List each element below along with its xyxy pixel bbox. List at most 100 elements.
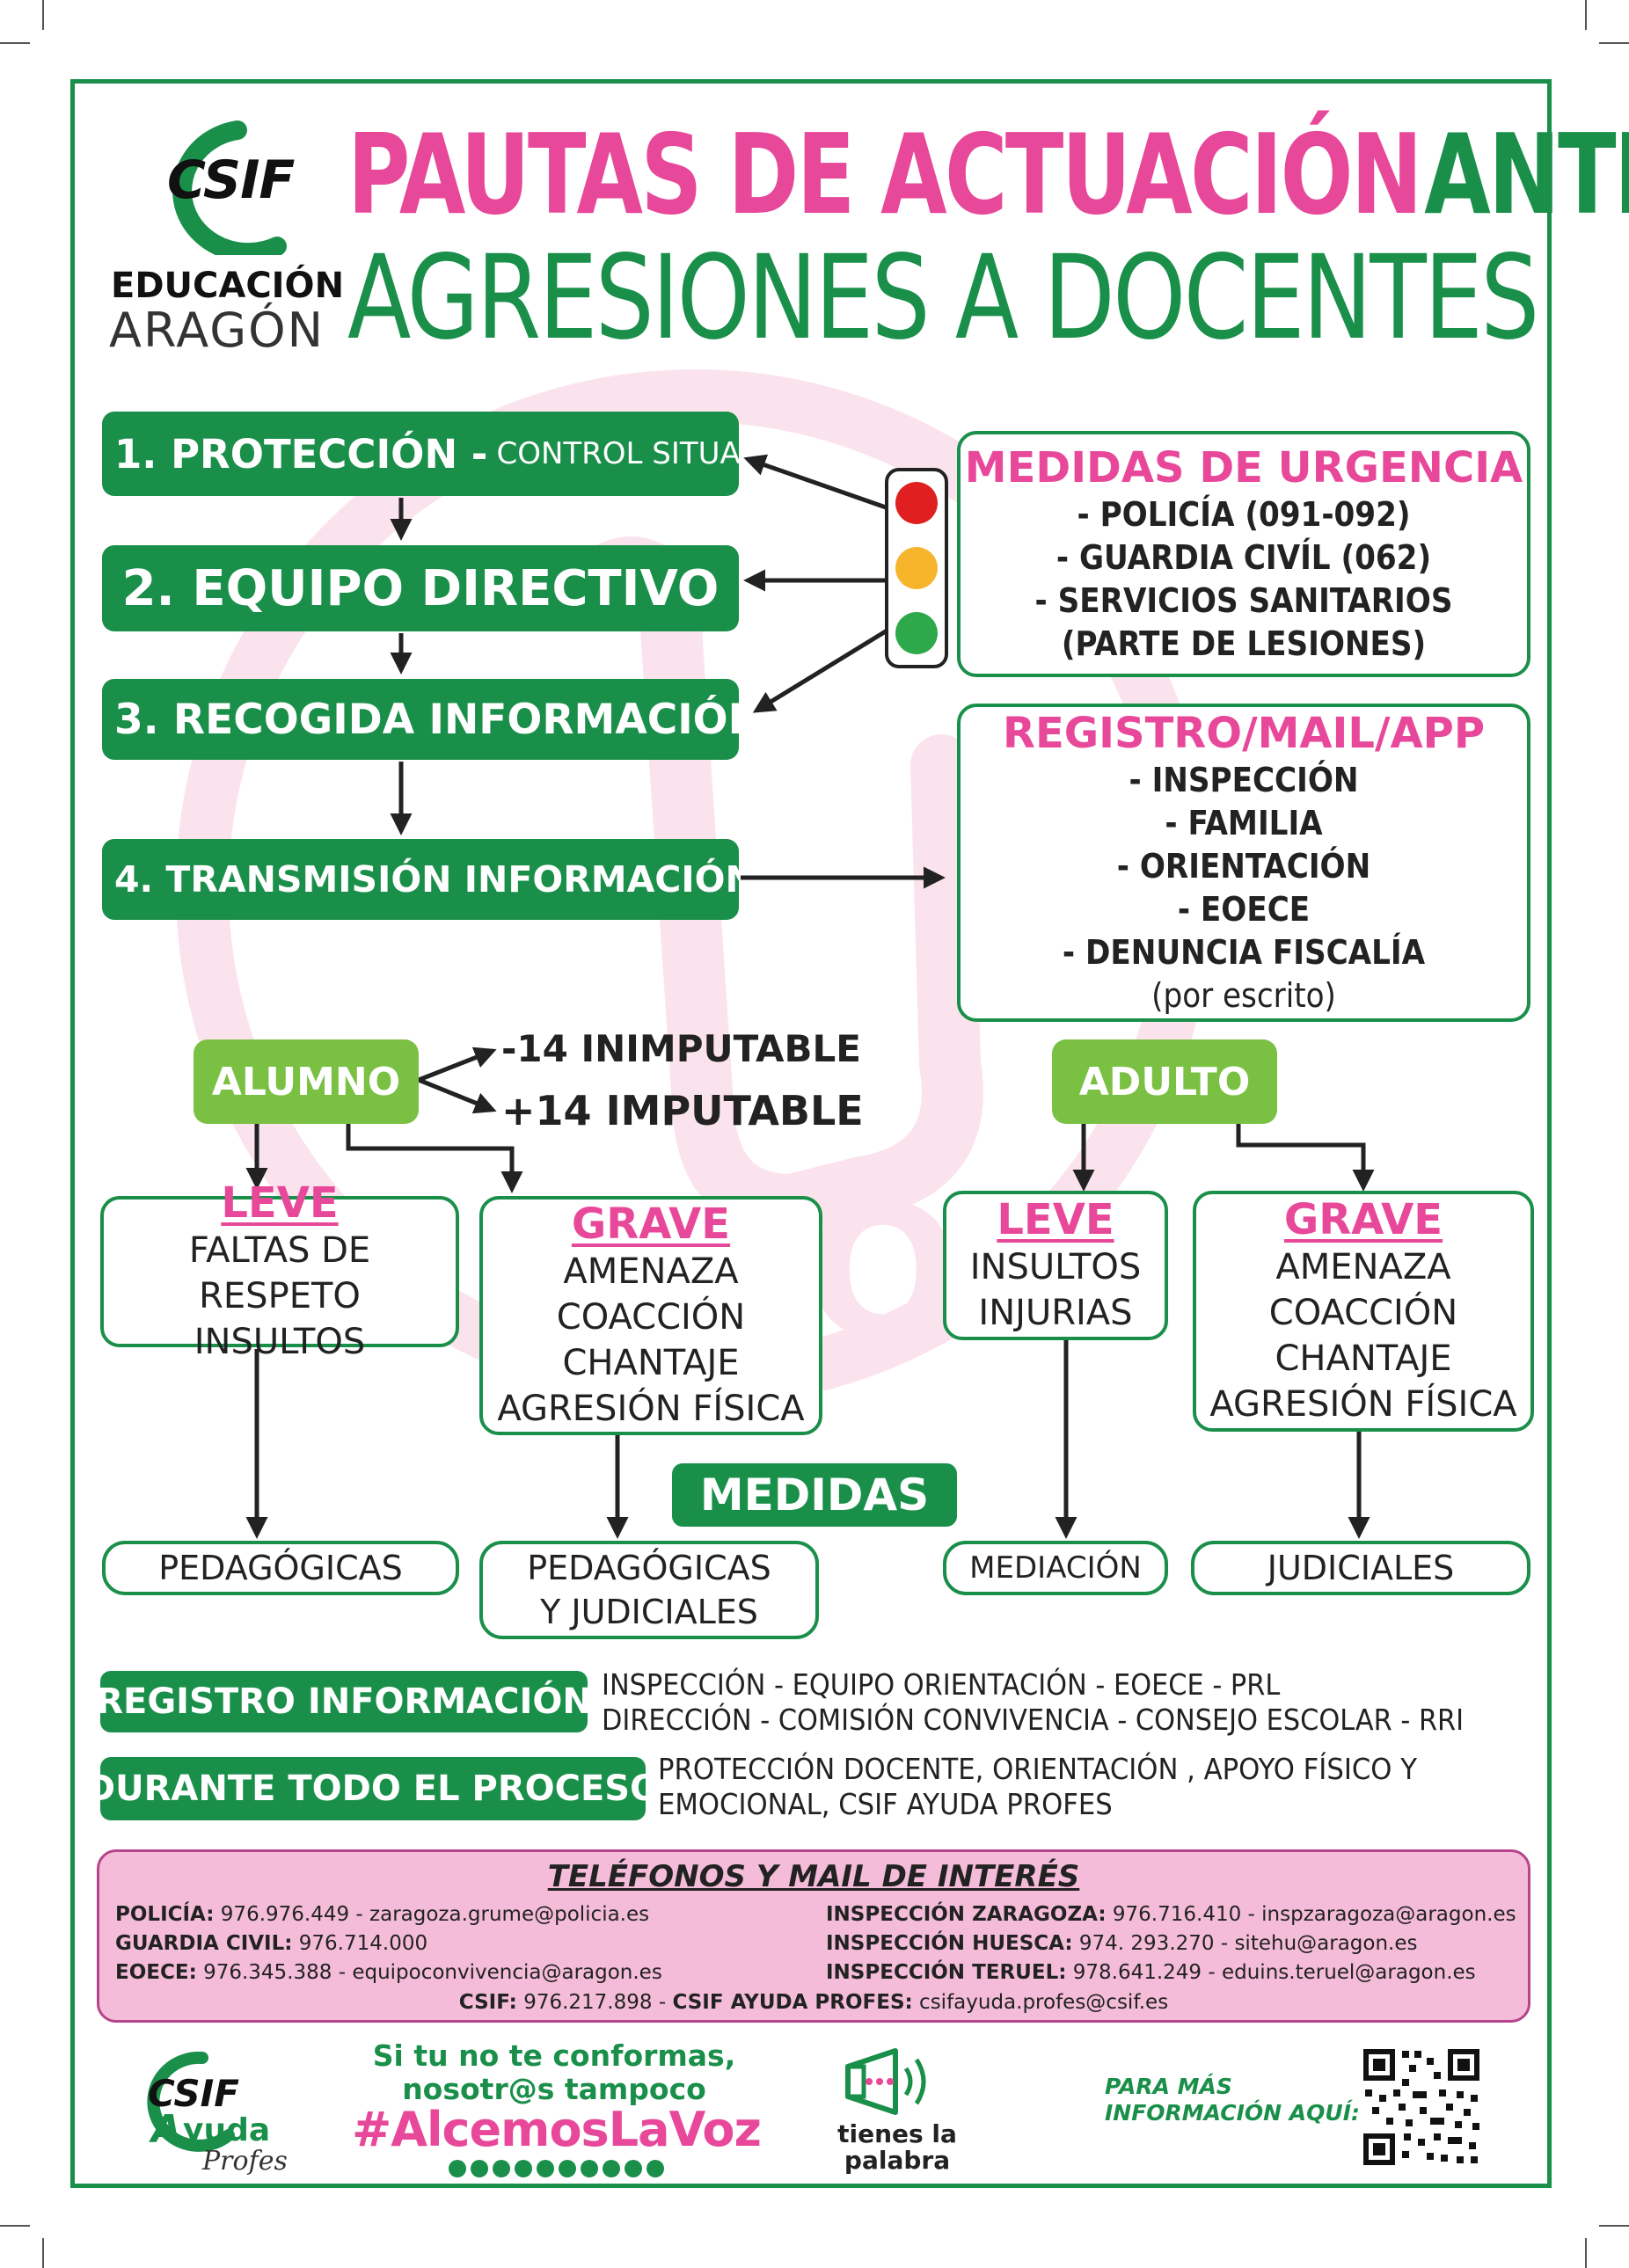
tienes-la-palabra: tienes la palabra — [836, 2121, 959, 2174]
traffic-red-light — [895, 482, 938, 524]
step-2-label: 2. EQUIPO DIRECTIVO — [121, 559, 720, 617]
step-3-box: 3. RECOGIDA INFORMACIÓN — [102, 679, 763, 760]
step-3-label: 3. RECOGIDA INFORMACIÓN — [114, 695, 763, 744]
medidas-label: MEDIDAS — [672, 1463, 957, 1527]
phone-entry: INSPECCIÓN TERUEL: 978.641.249 - eduins.… — [826, 1961, 1476, 1984]
phone-entry: INSPECCIÓN HUESCA: 974. 293.270 - sitehu… — [826, 1932, 1418, 1955]
medida-pedagogicas: PEDAGÓGICAS — [102, 1541, 459, 1595]
urgencia-line: - POLICÍA (091-092) — [1077, 495, 1411, 534]
category-line: CHANTAJE — [562, 1343, 740, 1383]
category-line: INSULTOS — [194, 1322, 366, 1362]
proceso-label: DURANTE TODO EL PROCESO — [86, 1757, 660, 1820]
traffic-green-light — [895, 612, 938, 654]
step-1-label: 1. PROTECCIÓN - — [114, 430, 488, 478]
web-icon[interactable] — [471, 2160, 488, 2177]
medida-line: Y JUDICIALES — [540, 1593, 758, 1631]
category-line: AMENAZA — [1275, 1247, 1451, 1287]
category-line: INJURIAS — [978, 1293, 1133, 1333]
category-line: AGRESIÓN FÍSICA — [497, 1389, 805, 1429]
ayuda-logo-csif: CSIF — [148, 2072, 239, 2115]
category-line: AMENAZA — [563, 1251, 739, 1292]
org-line2: ARAGÓN — [109, 303, 325, 358]
csif-logo-text: CSIF — [167, 149, 295, 211]
registro-box: REGISTRO/MAIL/APP - INSPECCIÓN - FAMILIA… — [957, 704, 1530, 1022]
category-title: GRAVE — [1283, 1195, 1443, 1244]
proceso-line1: PROTECCIÓN DOCENTE, ORIENTACIÓN , APOYO … — [658, 1752, 1417, 1786]
registro-line: - INSPECCIÓN — [1129, 761, 1359, 799]
crop-mark — [1599, 42, 1629, 44]
phones-box: TELÉFONOS Y MAIL DE INTERÉS POLICÍA: 976… — [97, 1849, 1530, 2023]
linkedin-icon[interactable] — [581, 2160, 598, 2177]
urgencia-line: (PARTE DE LESIONES) — [1061, 624, 1427, 663]
csif-logo-icon — [172, 120, 287, 255]
facebook-icon[interactable] — [493, 2160, 510, 2177]
social-icons — [449, 2160, 664, 2177]
hashtag: #AlcemosLaVoz — [352, 2102, 762, 2157]
registro-line: - FAMILIA — [1165, 804, 1323, 842]
phones-title: TELÉFONOS Y MAIL DE INTERÉS — [547, 1859, 1080, 1894]
phone-entry: INSPECCIÓN ZARAGOZA: 976.716.410 - inspz… — [826, 1903, 1516, 1926]
tiktok-icon[interactable] — [625, 2160, 642, 2177]
crop-mark — [0, 42, 30, 44]
registro-line: - DENUNCIA FISCALÍA — [1062, 933, 1426, 972]
x-icon[interactable] — [559, 2160, 576, 2177]
crop-mark — [42, 0, 44, 30]
slogan-line2: nosotr@s tampoco — [402, 2072, 706, 2106]
tienes-line2: palabra — [844, 2146, 951, 2175]
youtube-icon[interactable] — [537, 2160, 554, 2177]
category-line: INSULTOS — [969, 1247, 1142, 1287]
registro-info-line1: INSPECCIÓN - EQUIPO ORIENTACIÓN - EOECE … — [602, 1667, 1281, 1702]
slogan-line1: Si tu no te conformas, — [372, 2038, 736, 2073]
instagram-icon[interactable] — [515, 2160, 532, 2177]
category-line: COACCIÓN — [556, 1297, 746, 1338]
telegram-icon[interactable] — [603, 2160, 620, 2177]
step-1-box: 1. PROTECCIÓN - CONTROL SITUACIÓN — [102, 412, 815, 496]
adulto-box: ADULTO — [1052, 1039, 1277, 1124]
registro-title: REGISTRO/MAIL/APP — [1002, 709, 1485, 758]
org-line1: EDUCACIÓN — [111, 266, 345, 306]
phone-entry-csif: CSIF: 976.217.898 - CSIF AYUDA PROFES: c… — [458, 1991, 1169, 2014]
mas-info: PARA MÁS INFORMACIÓN AQUÍ: — [1105, 2074, 1360, 2126]
step-4-label: 4. TRANSMISIÓN INFORMACIÓN — [114, 858, 756, 901]
alumno-grave-box: GRAVE AMENAZA COACCIÓN CHANTAJE AGRESIÓN… — [479, 1196, 822, 1435]
medida-line: MEDIACIÓN — [969, 1550, 1142, 1586]
category-line: FALTAS DE RESPETO — [188, 1230, 371, 1316]
phone-entry: GUARDIA CIVIL: 976.714.000 — [115, 1932, 428, 1955]
registro-line: - ORIENTACIÓN — [1116, 847, 1371, 886]
category-line: COACCIÓN — [1268, 1293, 1458, 1333]
alumno-box: ALUMNO — [194, 1039, 419, 1124]
category-line: CHANTAJE — [1275, 1338, 1452, 1379]
crop-mark — [1599, 2225, 1629, 2227]
ayuda-logo-a: A — [151, 2107, 182, 2152]
crop-mark — [0, 2225, 30, 2227]
category-line: AGRESIÓN FÍSICA — [1209, 1384, 1517, 1425]
whatsapp-icon[interactable] — [646, 2160, 664, 2177]
traffic-light-icon — [885, 468, 948, 668]
crop-mark — [42, 2238, 44, 2268]
title-part2: ANTE — [1424, 110, 1629, 239]
mail-icon[interactable] — [449, 2160, 466, 2177]
ayuda-logo-yuda: yuda — [183, 2112, 271, 2148]
category-title: LEVE — [221, 1178, 339, 1228]
qr-code-icon[interactable] — [1360, 2046, 1483, 2169]
poster-frame — [70, 79, 1552, 2188]
registro-line: (por escrito) — [1151, 976, 1336, 1015]
crop-mark — [1585, 0, 1587, 30]
adulto-grave-box: GRAVE AMENAZA COACCIÓN CHANTAJE AGRESIÓN… — [1193, 1191, 1534, 1432]
ayuda-logo-profes: Profes — [202, 2146, 288, 2177]
crop-mark — [1585, 2238, 1587, 2268]
title-part1: PAUTAS DE ACTUACIÓN — [347, 110, 1422, 239]
mas-info-line2: INFORMACIÓN AQUÍ: — [1105, 2100, 1360, 2126]
alumno-leve-box: LEVE FALTAS DE RESPETO INSULTOS — [100, 1178, 459, 1362]
urgencia-line: - GUARDIA CIVÍL (062) — [1056, 538, 1432, 577]
proceso-line2: EMOCIONAL, CSIF AYUDA PROFES — [658, 1787, 1113, 1821]
step-4-box: 4. TRANSMISIÓN INFORMACIÓN — [102, 839, 756, 920]
title-line2: AGRESIONES A DOCENTES — [347, 230, 1539, 366]
alumno-branch-imputable: +14 IMPUTABLE — [501, 1087, 864, 1134]
page-title: PAUTAS DE ACTUACIÓN ANTE — [347, 110, 1629, 239]
alumno-branch-inimputable: -14 INIMPUTABLE — [501, 1027, 861, 1070]
speaker-megaphone-icon — [845, 2048, 926, 2115]
registro-info-label: REGISTRO INFORMACIÓN — [96, 1671, 592, 1732]
adulto-leve-box: LEVE INSULTOS INJURIAS — [943, 1191, 1168, 1340]
